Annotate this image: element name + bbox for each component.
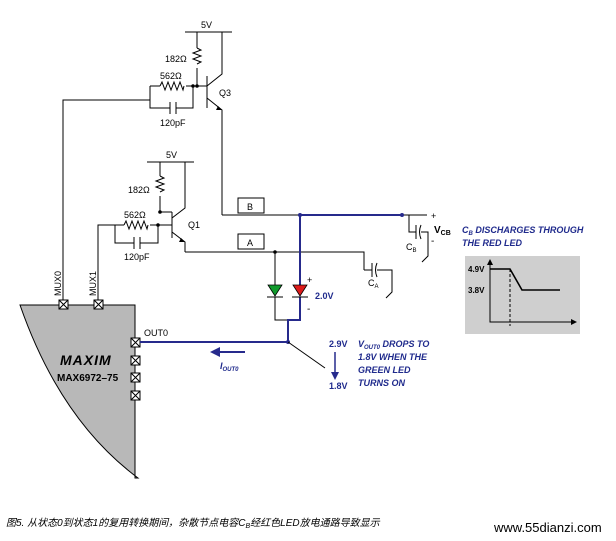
vout-high: 2.9V [329,339,348,349]
discharge-line1: CB DISCHARGES THROUGH [462,225,584,237]
waveform-panel [465,256,580,334]
node-a-wire [185,251,365,270]
discharge-line2: THE RED LED [462,238,523,248]
watermark: www.55dianzi.com [493,520,602,535]
graph-low-label: 3.8V [468,286,485,295]
ca-label: CA [368,278,379,290]
vout-annotation: VOUT0 DROPS TO 1.8V WHEN THE GREEN LED T… [358,339,429,388]
q3-collector-emitter [206,32,223,215]
q1-label: Q1 [188,220,200,230]
c120-mid-leads [114,225,159,244]
cb-ground [421,231,429,263]
c120-top-leads [149,86,194,109]
vcb-label: VCB [434,225,451,237]
box-a [237,233,265,250]
out0-label: OUT0 [144,328,168,338]
mux0-pin-cross [58,299,69,310]
led-minus: - [307,304,310,315]
c120-mid-capacitor [133,237,141,249]
cb-label: CB [406,242,417,254]
vout-line3: GREEN LED [358,365,411,375]
c120-top-label: 120pF [160,118,186,128]
r182-top-label: 182Ω [165,54,187,64]
waveform-trace [490,268,560,291]
chip-body [19,304,140,479]
red-led [292,284,308,297]
vout-line2: 1.8V WHEN THE [358,352,428,362]
vout-line4: TURNS ON [358,378,406,388]
led-voltage: 2.0V [315,291,334,301]
q3-label: Q3 [219,88,231,98]
c120-top-capacitor [169,102,177,114]
q1-collector-emitter [171,162,186,252]
chip-name: MAX6972–75 [57,373,119,384]
vout-low: 1.8V [329,381,348,391]
r562-top-label: 562Ω [160,71,182,81]
box-a-label: A [247,238,253,248]
ca-plate2 [375,262,378,278]
box-b-label: B [247,202,253,212]
cb-leads [402,214,427,233]
ca-ground [377,269,393,299]
vout-line1: VOUT0 DROPS TO [358,339,429,351]
discharge-annotation: CB DISCHARGES THROUGH THE RED LED [462,225,584,248]
figure-caption: 图5. 从状态0到状态1的复用转换期间，杂散节点电容CB经红色LED放电通路导致… [6,517,381,530]
iout-label: IOUT0 [220,361,239,373]
mux0-wire [62,99,150,300]
q3-arrow [216,106,222,110]
top-5v-label: 5V [201,20,212,30]
chip-logo: MAXIM [60,352,112,368]
vcb-plus: + [431,211,436,221]
red-led-wire [287,215,301,342]
green-led [267,284,283,297]
box-b [237,197,265,214]
cb-plate2 [419,224,422,240]
mid-5v-label: 5V [166,150,177,160]
vout-pointer [287,341,326,369]
mux1-pin-cross [93,299,104,310]
r182-top-resistor [191,47,203,65]
q1-arrow [179,238,185,242]
waveform-axes [489,262,574,323]
r182-mid-label: 182Ω [128,185,150,195]
r562-mid-label: 562Ω [124,210,146,220]
r562-top-resistor [159,80,185,92]
r182-mid-resistor [154,175,166,193]
led-plus: + [307,275,312,285]
mux0-label: MUX0 [53,271,63,296]
mux1-wire [97,224,115,300]
output-pins [130,337,141,401]
c120-mid-label: 120pF [124,252,150,262]
mux1-label: MUX1 [88,271,98,296]
graph-high-label: 4.9V [468,265,485,274]
vcb-minus: - [431,236,434,247]
r562-mid-resistor [123,219,149,231]
